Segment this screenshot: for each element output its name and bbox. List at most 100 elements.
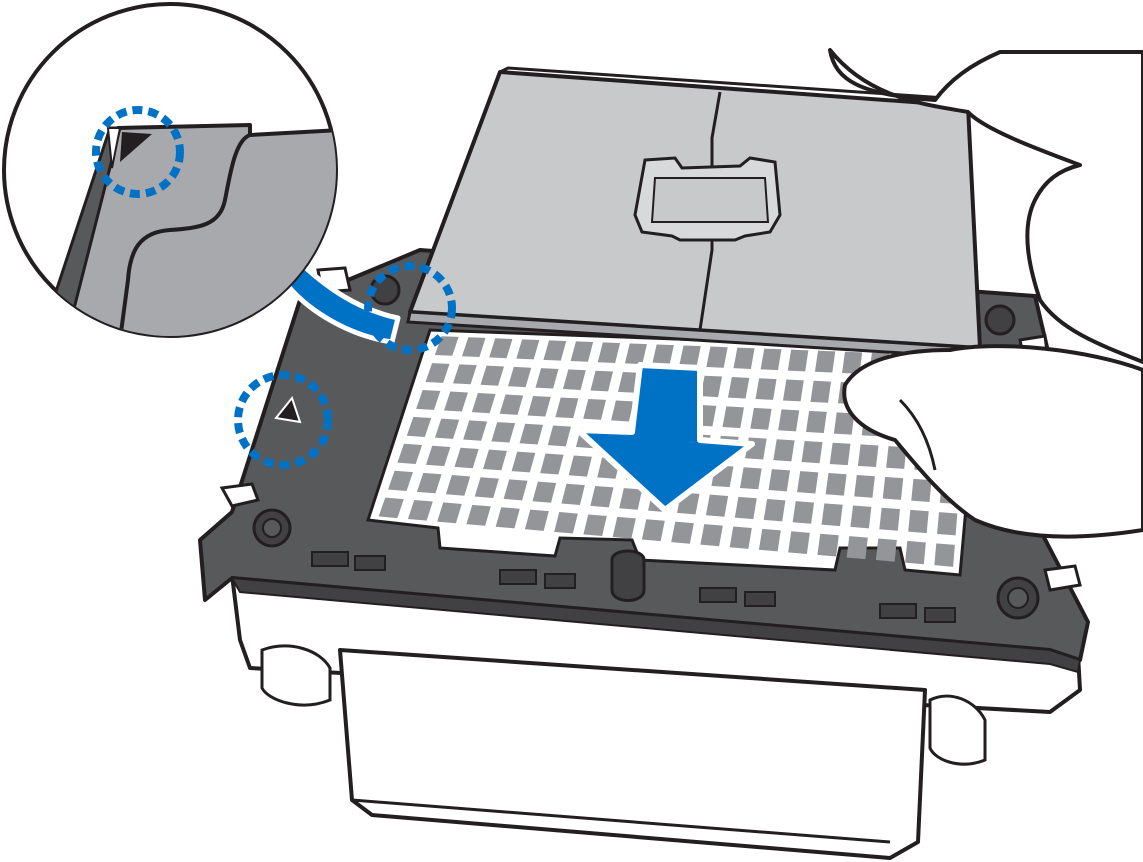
land-grid-pad	[507, 366, 532, 388]
land-grid-pad	[495, 507, 520, 529]
land-grid-pad	[750, 407, 772, 430]
land-grid-pad	[854, 474, 875, 498]
land-grid-pad	[937, 512, 958, 536]
land-grid-pad	[443, 391, 468, 412]
land-grid-pad	[879, 507, 901, 531]
land-grid-pad	[416, 390, 441, 410]
land-grid-pad	[700, 524, 723, 547]
land-grid-pad	[524, 509, 549, 531]
land-grid-pad	[554, 512, 578, 534]
land-grid-pad	[590, 485, 614, 508]
land-grid-pad	[555, 397, 579, 419]
land-grid-pad	[547, 425, 571, 447]
land-grid-pad	[641, 519, 665, 542]
land-grid-pad	[397, 443, 423, 464]
land-grid-pad	[561, 483, 585, 506]
dashed-circle-icon	[234, 262, 456, 469]
land-grid-pad	[814, 350, 836, 373]
land-grid-pad	[886, 446, 907, 469]
land-grid-pad	[434, 418, 460, 439]
land-grid-pad	[842, 351, 863, 374]
land-grid-pad	[425, 445, 451, 467]
land-grid-pad	[911, 478, 932, 502]
land-grid-pad	[778, 409, 800, 432]
land-grid-pad	[590, 370, 614, 392]
land-grid-pad	[801, 440, 823, 464]
land-grid-pad	[908, 509, 929, 534]
land-grid-pad	[499, 394, 524, 415]
land-grid-pad	[934, 543, 955, 567]
land-grid-pad	[850, 505, 872, 529]
land-grid-pad	[905, 540, 926, 565]
land-grid-pad	[463, 420, 488, 441]
land-grid-pad	[768, 469, 791, 492]
land-grid-pad	[787, 349, 809, 372]
processor-lid	[406, 66, 984, 360]
land-grid-pad	[857, 444, 879, 468]
hand-illustration	[828, 48, 1143, 539]
land-grid-pad	[782, 379, 804, 402]
land-grid-pad	[453, 364, 477, 385]
land-grid-pad	[471, 392, 496, 414]
land-grid-pad	[810, 380, 832, 403]
land-grid-pad	[806, 410, 827, 434]
land-grid-pad	[445, 475, 471, 496]
land-grid-pad	[489, 338, 513, 359]
land-grid-pad	[875, 538, 897, 562]
land-grid-pad	[797, 471, 819, 494]
land-grid-pad	[700, 375, 723, 398]
triangle-marker-icon	[274, 395, 302, 424]
land-grid-pad	[611, 400, 634, 422]
land-grid-pad	[462, 337, 486, 358]
land-grid-pad	[503, 479, 528, 501]
land-grid-pad	[758, 528, 781, 552]
land-grid-pad	[727, 377, 750, 399]
zoom-inset-icon	[2, 2, 338, 338]
land-grid-pad	[406, 416, 432, 437]
land-grid-pad	[882, 476, 904, 500]
land-grid-pad	[511, 451, 536, 473]
land-grid-pad	[532, 481, 557, 503]
land-grid-pad	[562, 369, 586, 390]
land-grid-pad	[583, 514, 607, 537]
land-grid-pad	[705, 494, 729, 517]
land-grid-pad	[829, 442, 851, 466]
land-grid-pad	[416, 472, 442, 494]
land-grid-pad	[491, 422, 516, 443]
land-grid-pad	[619, 488, 643, 510]
land-grid-pad	[821, 503, 843, 527]
down-arrow-icon	[575, 362, 755, 513]
land-grid-pad	[792, 501, 815, 524]
land-grid-pad	[570, 341, 594, 362]
land-grid-pad	[729, 526, 752, 549]
land-grid-pad	[466, 504, 491, 526]
land-grid-pad	[388, 470, 413, 492]
land-grid-pad	[540, 453, 564, 475]
land-grid-pad	[846, 536, 868, 560]
land-grid-pad	[519, 423, 544, 445]
land-grid-pad	[535, 368, 559, 389]
land-grid-pad	[817, 533, 839, 557]
land-grid-pad	[597, 342, 621, 363]
land-grid-pad	[378, 497, 404, 519]
land-grid-pad	[612, 516, 636, 539]
land-grid-pad	[480, 365, 505, 386]
land-grid-pad	[739, 467, 762, 490]
land-grid-pad	[833, 412, 855, 435]
land-grid-pad	[407, 500, 433, 521]
land-grid-pad	[652, 344, 674, 366]
land-grid-pad	[437, 502, 462, 524]
land-grid-pad	[527, 395, 551, 417]
land-grid-pad	[624, 343, 647, 365]
land-grid-pad	[788, 531, 810, 554]
land-grid-pad	[760, 348, 782, 371]
land-grid-pad	[671, 521, 694, 544]
land-grid-pad	[483, 449, 507, 471]
land-grid-pad	[568, 455, 592, 477]
land-grid-pad	[454, 447, 479, 469]
land-grid-pad	[583, 398, 606, 420]
land-grid-pad	[733, 347, 755, 369]
land-grid-pad	[755, 378, 777, 400]
